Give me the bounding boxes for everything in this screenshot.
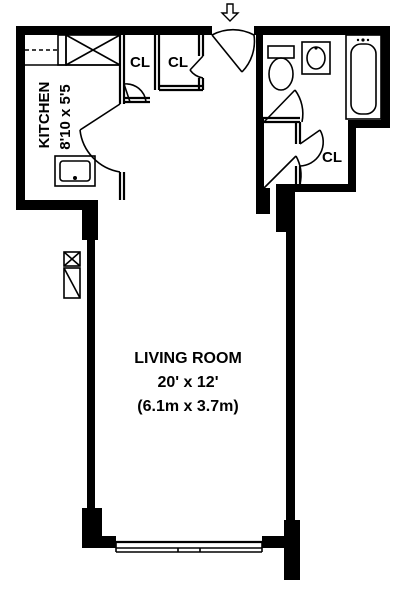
toilet-icon bbox=[267, 45, 295, 91]
window bbox=[115, 540, 263, 553]
kitchen-counter bbox=[25, 34, 121, 66]
wall-units bbox=[63, 251, 81, 299]
bathtub-icon bbox=[345, 34, 382, 120]
entry-arrow-icon bbox=[220, 3, 240, 22]
closet-label-2: CL bbox=[168, 54, 188, 71]
bath-sink-icon bbox=[301, 41, 331, 75]
sink-icon bbox=[54, 155, 96, 187]
closet-label-3: CL bbox=[322, 149, 342, 166]
living-room-size-metric: (6.1m x 3.7m) bbox=[137, 398, 238, 415]
closet-label-1: CL bbox=[130, 54, 150, 71]
doors bbox=[79, 28, 324, 189]
kitchen-label: KITCHEN bbox=[36, 82, 53, 149]
outer-walls bbox=[16, 26, 390, 580]
living-room-size-imperial: 20' x 12' bbox=[158, 374, 219, 391]
kitchen-size: 8'10 x 5'5 bbox=[57, 84, 74, 150]
living-room-label: LIVING ROOM bbox=[134, 350, 242, 367]
